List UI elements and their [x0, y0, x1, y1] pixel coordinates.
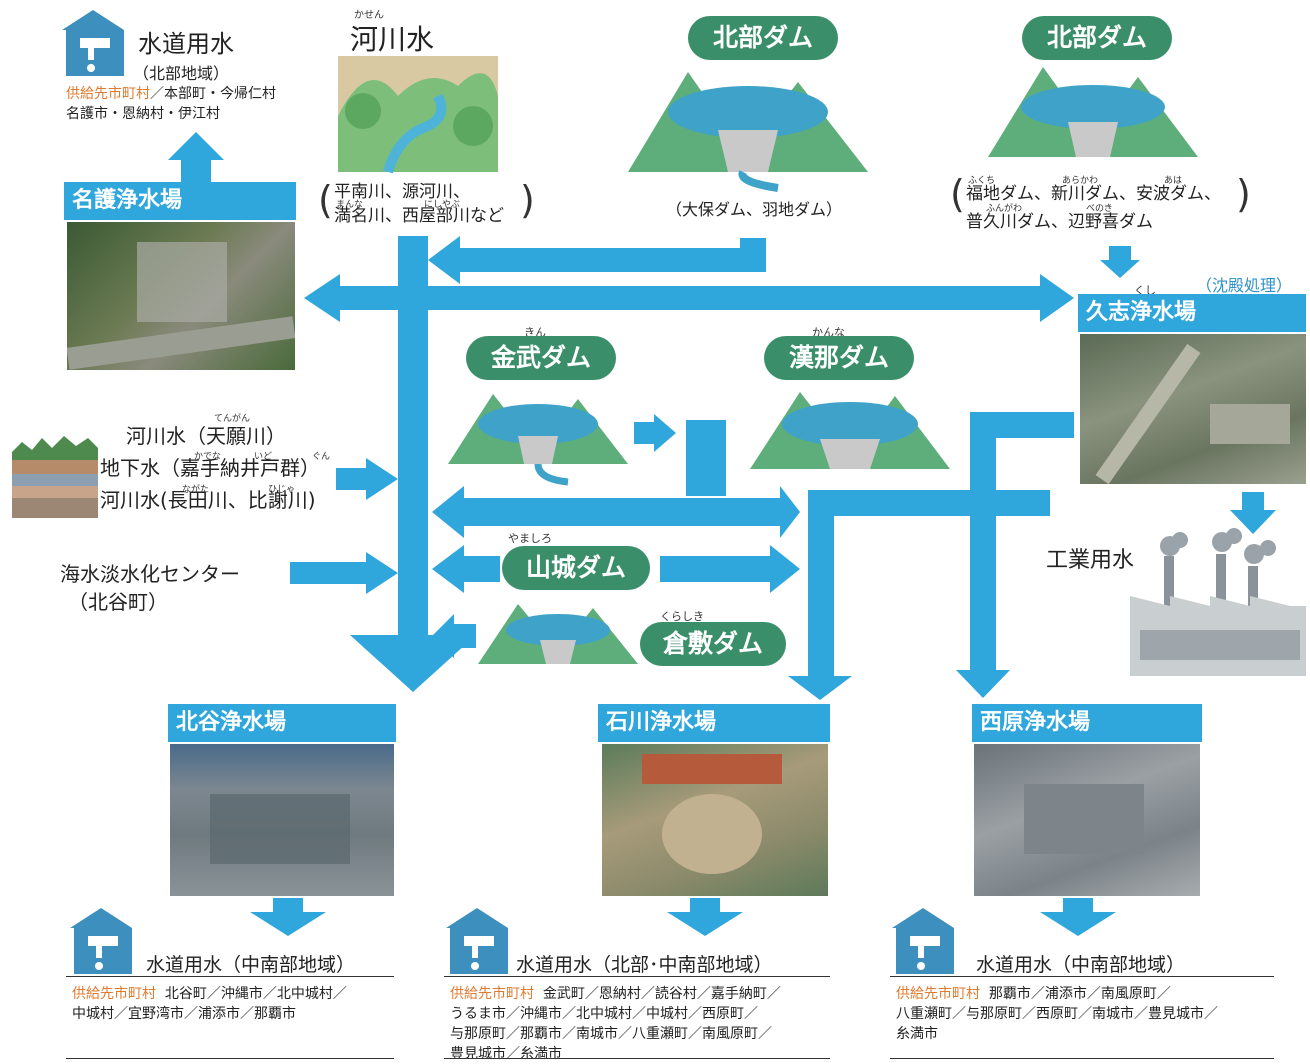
kushi-plant-title: 久志浄水場: [1078, 294, 1306, 332]
nishihara-plant-photo: [974, 744, 1200, 896]
sources-ruby2c: ぐん: [312, 452, 331, 462]
sources-ruby3b: ひじゃ: [268, 485, 296, 495]
hokubu-dam1-title: 北部ダム: [688, 16, 838, 60]
kanna-dam-illustration: [750, 392, 950, 469]
hokubu-dam1-note: （大保ダム、羽地ダム）: [666, 200, 843, 219]
dam2-ruby-arakawa: あらかわ: [1062, 176, 1099, 186]
nishihara-water: 水道用水（中南部地域）: [976, 954, 1186, 976]
nago-plant-title: 名護浄水場: [64, 182, 296, 220]
chatan-water: 水道用水（中南部地域）: [146, 954, 356, 976]
top-left-supply-line2: 名護市・恩納村・伊江村: [66, 106, 220, 122]
kin-ruby: きん: [524, 326, 546, 339]
nishihara-supply-line3: 糸満市: [896, 1026, 938, 1042]
river-ruby-nishiyabu: にしやぶ: [424, 200, 460, 210]
yamashiro-ruby: やましろ: [508, 532, 552, 545]
ishikawa-supply-line4: 豊見城市／糸満市: [450, 1046, 562, 1062]
hokubu-dam2-line1: 福地ダム、新川ダム、安波ダム、: [966, 184, 1221, 204]
kurashiki-ruby: くらしき: [660, 610, 704, 623]
dam2-ruby-benoki: べのき: [1086, 204, 1113, 214]
kushi-note: （沈殿処理）: [1196, 276, 1293, 295]
sources-ruby2a: かでな: [194, 452, 222, 462]
top-left-subtitle: （北部地域）: [133, 64, 230, 83]
water-tap-icon: [62, 10, 124, 76]
kin-dam-illustration: [448, 394, 628, 486]
top-left-title: 水道用水: [138, 30, 234, 58]
desal-line1: 海水淡水化センター: [60, 562, 240, 586]
kanna-ruby: かんな: [812, 326, 845, 339]
kurashiki-dam-title: 倉敷ダム: [640, 622, 786, 666]
dam2-ruby-fukuchi: ふくち: [968, 176, 996, 186]
ishikawa-supply-label: 供給先市町村: [450, 986, 534, 1002]
ishikawa-plant-photo: [602, 744, 828, 896]
kurashiki-dam-illustration: [478, 604, 638, 664]
strata-illustration: [12, 436, 98, 518]
nago-plant-photo: [67, 222, 295, 370]
sources-line3: 河川水(長田川、比謝川): [100, 488, 316, 512]
ishikawa-tap-icon: [446, 908, 508, 974]
ishikawa-water: 水道用水（北部･中南部地域）: [516, 954, 773, 976]
kushi-ruby: くし: [1134, 284, 1156, 297]
factory-illustration: [1130, 528, 1306, 676]
dam2-ruby-fukugawa: ふんがわ: [986, 204, 1023, 214]
sources-line1: 河川水（天願川）: [126, 424, 286, 448]
nishihara-tap-icon: [892, 908, 954, 974]
chatan-plant-photo: [170, 744, 394, 896]
nishihara-supply-line2: 八重瀬町／与那原町／西原町／南城市／豊見城市／: [896, 1006, 1218, 1022]
sources-ruby2b: いど: [254, 452, 273, 462]
sources-ruby1: てんがん: [214, 414, 251, 424]
river-ruby-manna: まんな: [336, 200, 364, 210]
chatan-supply-label: 供給先市町村: [72, 986, 156, 1002]
nishihara-supply-label: 供給先市町村: [896, 986, 980, 1002]
chatan-tap-icon: [70, 908, 132, 974]
chatan-supply-line1: 北谷町／沖縄市／北中城村／: [164, 986, 347, 1002]
ishikawa-supply-line1: 金武町／恩納村／読谷村／嘉手納町／: [542, 986, 781, 1002]
ishikawa-supply-line3: 与那原町／那覇市／南城市／八重瀬町／南風原町／: [450, 1026, 772, 1042]
dam2-ruby-aha: あは: [1164, 176, 1183, 186]
river-illustration: [338, 56, 498, 174]
hokubu-dam1-illustration: [628, 72, 868, 192]
ishikawa-plant-title: 石川浄水場: [598, 704, 830, 742]
river-title: 河川水: [350, 23, 435, 56]
desal-line2: （北谷町）: [68, 590, 168, 614]
sources-ruby3a: ながた: [182, 485, 210, 495]
river-list-line2: 満名川、西屋部川など: [334, 206, 504, 226]
hokubu-dam2-title: 北部ダム: [1022, 16, 1172, 60]
chatan-supply-line2: 中城村／宜野湾市／浦添市／那覇市: [72, 1006, 296, 1022]
nishihara-supply-line1: 那覇市／浦添市／南風原町／: [988, 986, 1171, 1002]
kanna-dam-title: 漢那ダム: [764, 336, 914, 380]
kin-dam-title: 金武ダム: [466, 336, 616, 380]
sources-line2: 地下水（嘉手納井戸群）: [100, 456, 320, 480]
nishihara-plant-title: 西原浄水場: [972, 704, 1202, 742]
river-list-line1: 平南川、源河川、: [334, 182, 470, 202]
top-left-supply-label: 供給先市町村: [66, 86, 150, 102]
top-left-supply-line1: ／本部町・今帰仁村: [150, 86, 276, 102]
hokubu-dam2-illustration: [988, 67, 1198, 157]
industrial-title: 工業用水: [1046, 548, 1135, 573]
chatan-plant-title: 北谷浄水場: [168, 704, 396, 742]
hokubu-dam2-line2: 普久川ダム、辺野喜ダム: [966, 212, 1153, 232]
kushi-plant-photo: [1080, 334, 1306, 484]
river-ruby: かせん: [354, 10, 384, 21]
ishikawa-supply-line2: うるま市／沖縄市／北中城村／中城村／西原町／: [450, 1006, 758, 1022]
yamashiro-dam-title: 山城ダム: [502, 546, 650, 590]
